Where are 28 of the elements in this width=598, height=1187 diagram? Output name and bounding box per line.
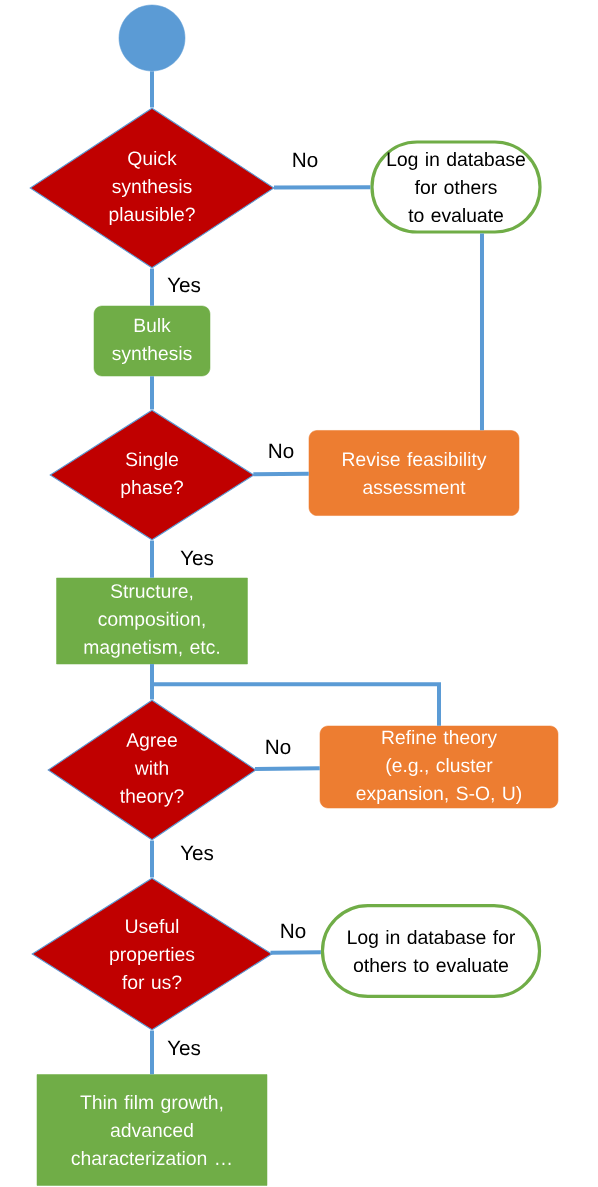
- connector-line: [480, 233, 484, 431]
- start-circle: [118, 4, 186, 72]
- connector-line: [150, 71, 154, 108]
- connector-line: [150, 1030, 154, 1075]
- connector-line: [150, 376, 154, 410]
- process-box: Structure, composition, magnetism, etc.: [56, 577, 248, 665]
- process-box: Revise feasibility assessment: [308, 430, 520, 516]
- rounded-box: Log in database for others to evaluate: [320, 903, 542, 999]
- process-box: Bulk synthesis: [93, 305, 211, 377]
- connector-line: [273, 185, 371, 190]
- rounded-box: Log in database for others to evaluate: [370, 140, 542, 234]
- edge-label: No: [278, 922, 308, 940]
- connector-line: [150, 840, 154, 878]
- connector-line: [150, 540, 154, 578]
- edge-label: Yes: [178, 844, 216, 862]
- edge-label: Yes: [165, 276, 203, 294]
- process-box: Refine theory (e.g., cluster expansion, S-O, U): [319, 725, 559, 809]
- edge-label: Yes: [165, 1039, 203, 1057]
- process-box: Thin film growth, advanced characterization …: [36, 1074, 268, 1186]
- connector-line: [150, 268, 154, 306]
- connector-line: [270, 950, 321, 955]
- edge-label: Yes: [178, 549, 216, 567]
- edge-label: No: [290, 151, 320, 169]
- edge-label: No: [263, 738, 293, 756]
- connector-line: [254, 766, 320, 771]
- connector-line: [253, 471, 309, 477]
- connector-line: [150, 664, 441, 726]
- edge-label: No: [266, 442, 296, 460]
